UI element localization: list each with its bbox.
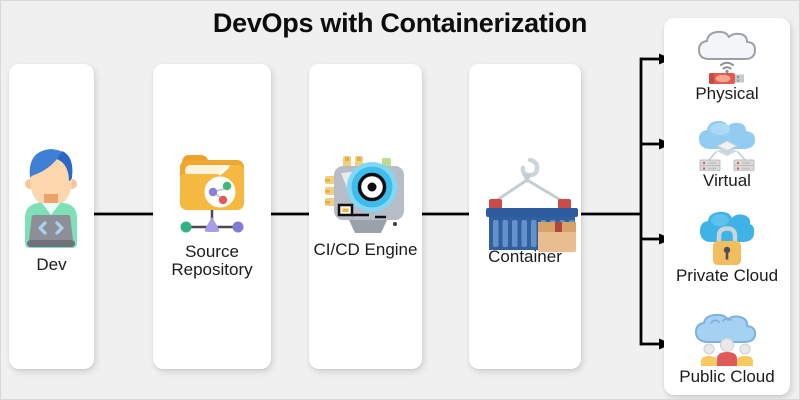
- shipping-container-icon: [486, 157, 578, 252]
- target-item-public-cloud: Public Cloud: [664, 309, 790, 386]
- target-item-private-cloud: Private Cloud: [664, 208, 790, 285]
- deploy-targets-card: Physical: [664, 18, 790, 395]
- developer-at-laptop-icon: [25, 149, 77, 248]
- stage-label-dev: Dev: [36, 255, 67, 274]
- target-item-virtual: Virtual: [664, 117, 790, 190]
- stage-label-cicd-engine: CI/CD Engine: [313, 240, 418, 259]
- target-label-public-cloud: Public Cloud: [679, 367, 775, 386]
- stage-card-cicd-engine: CI/CD Engine: [309, 64, 422, 369]
- target-label-physical: Physical: [695, 84, 759, 103]
- cicd-engine-icon: [325, 156, 404, 233]
- virtual-servers-cloud-icon: [699, 120, 755, 171]
- private-cloud-lock-icon: [700, 211, 755, 265]
- target-label-virtual: Virtual: [703, 171, 751, 190]
- physical-device-cloud-icon: [698, 30, 756, 84]
- stage-card-dev: Dev: [9, 64, 94, 369]
- stage-label-source-repository: Source Repository: [171, 242, 253, 279]
- stage-card-source-repository: Source Repository: [153, 64, 271, 369]
- source-repository-folder-icon: [180, 155, 244, 233]
- target-label-private-cloud: Private Cloud: [675, 266, 779, 285]
- stage-card-container: Container: [469, 64, 581, 369]
- public-cloud-users-icon: [695, 313, 757, 366]
- diagram-title: DevOps with Containerization: [212, 8, 588, 38]
- target-item-physical: Physical: [664, 28, 790, 103]
- stage-label-container: Container: [488, 247, 562, 266]
